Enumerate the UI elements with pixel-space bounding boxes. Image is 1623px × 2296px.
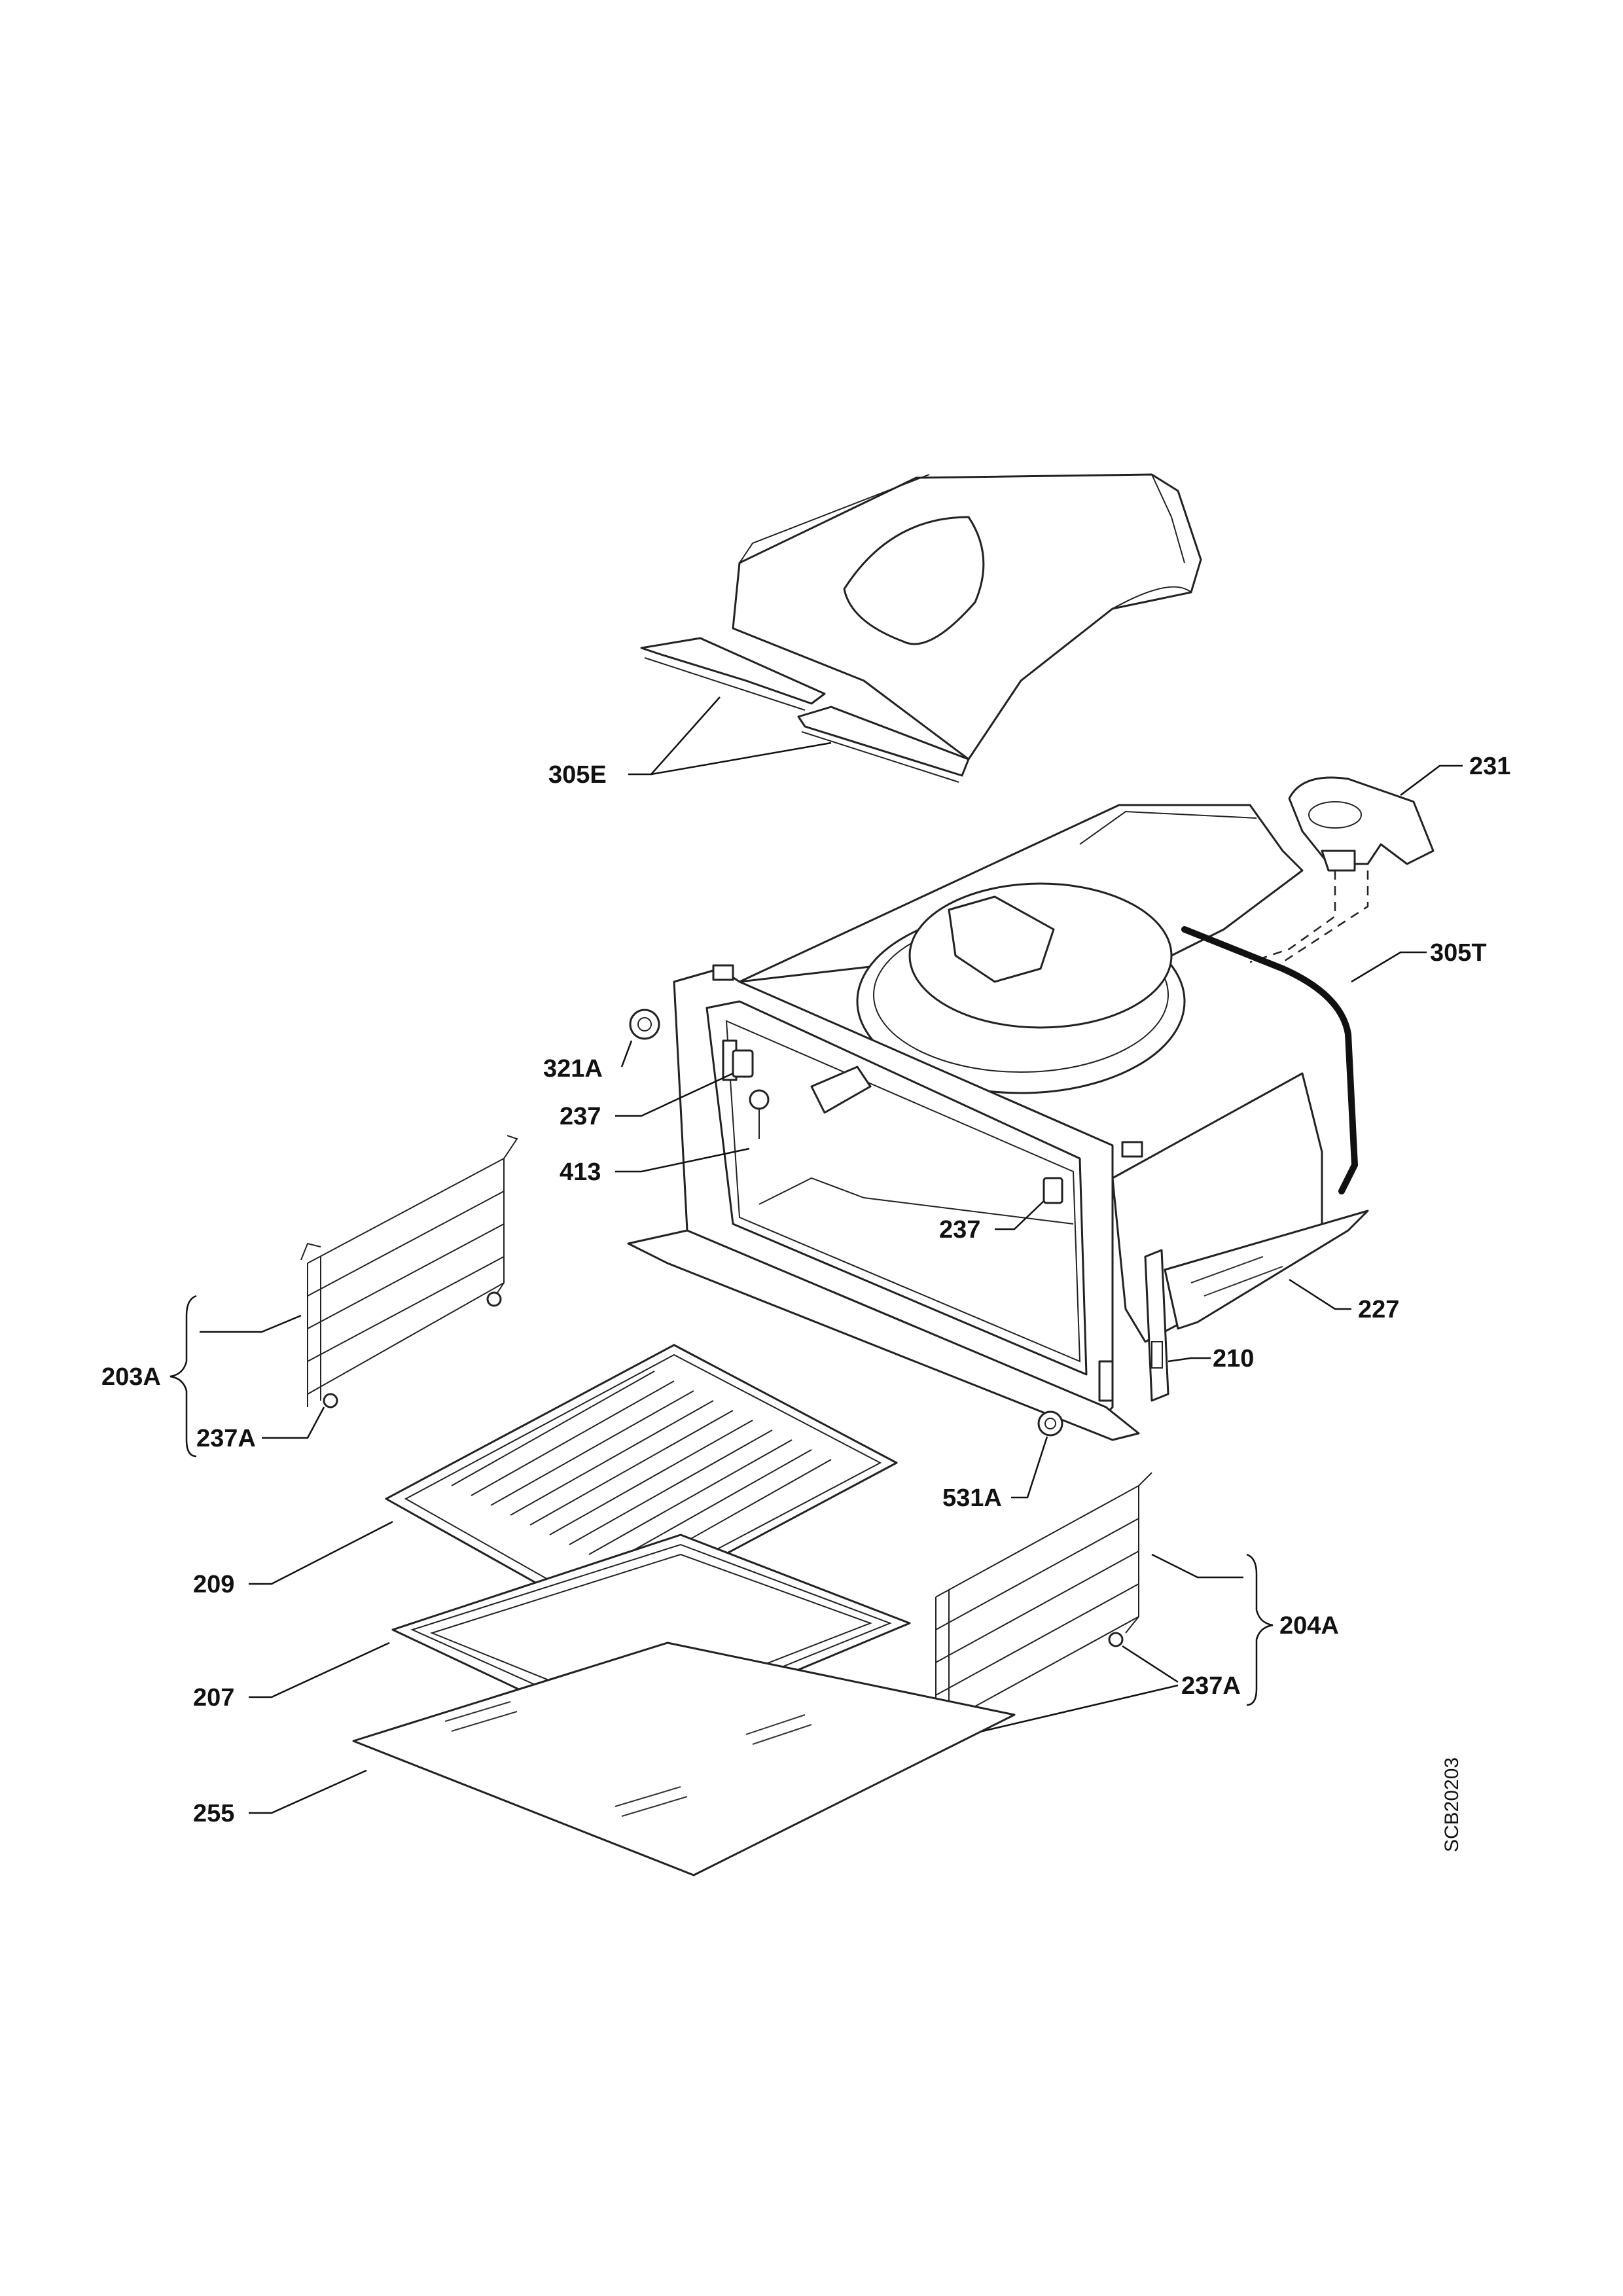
clip-237-left (732, 1049, 754, 1078)
bracket-204A (1246, 1553, 1274, 1706)
hinge-bracket-210 (1144, 1249, 1169, 1402)
clip-237-right (1043, 1177, 1063, 1204)
label-413: 413 (560, 1158, 601, 1186)
leader-305E (628, 696, 832, 776)
leader-207 (249, 1641, 390, 1698)
label-207: 207 (193, 1684, 234, 1712)
grill-rack-209 (385, 1344, 898, 1621)
leader-255 (249, 1769, 367, 1814)
label-227: 227 (1358, 1296, 1399, 1323)
label-237-left: 237 (560, 1103, 601, 1130)
label-210: 210 (1213, 1345, 1254, 1372)
door-seal-305T (1181, 926, 1358, 1194)
label-305T: 305T (1430, 939, 1487, 967)
glass-plate-255 (352, 1641, 1016, 1876)
label-231: 231 (1469, 753, 1510, 780)
label-305E: 305E (548, 761, 607, 789)
leader-531A (1011, 1436, 1048, 1499)
shelf-runner-203A (300, 1135, 518, 1408)
leader-305T (1351, 951, 1427, 983)
leader-209 (249, 1520, 393, 1585)
leader-237-right (995, 1200, 1044, 1230)
leader-237A-right-b (968, 1684, 1179, 1736)
label-531A: 531A (942, 1484, 1002, 1512)
drawing-code: SCB20203 (1441, 1757, 1463, 1852)
foot-531A (1037, 1410, 1063, 1437)
leader-227 (1289, 1278, 1351, 1310)
lamp-cover-321A (629, 1009, 660, 1040)
leader-237A-left (262, 1407, 325, 1439)
label-321A: 321A (543, 1055, 603, 1083)
top-cover-305E (640, 473, 1202, 783)
label-203A: 203A (101, 1363, 161, 1391)
label-209: 209 (193, 1571, 234, 1598)
insulation-227 (1164, 1210, 1369, 1330)
pin-413 (749, 1089, 770, 1139)
leader-231 (1400, 764, 1463, 796)
label-204A: 204A (1279, 1612, 1339, 1640)
assembly-line-231 (1249, 870, 1369, 963)
oven-cavity (627, 804, 1323, 1441)
leader-321A (620, 1040, 633, 1067)
leader-237-left (615, 1072, 734, 1117)
label-255: 255 (193, 1800, 234, 1827)
label-237-right: 237 (939, 1216, 980, 1244)
mounting-lug-left (712, 964, 734, 981)
mounting-lug-right (1121, 1141, 1143, 1158)
bracket-203A (169, 1295, 197, 1458)
leader-204A (1151, 1553, 1243, 1579)
leader-210 (1168, 1357, 1211, 1363)
housing-231 (1288, 776, 1435, 872)
leader-413 (615, 1147, 750, 1173)
leader-203A (200, 1314, 302, 1333)
shelf-runner-204A (935, 1472, 1152, 1742)
rail-hook-right (1098, 1360, 1114, 1402)
leader-237A-right-a (1122, 1645, 1179, 1683)
label-237A-right: 237A (1181, 1672, 1241, 1700)
label-237A-left: 237A (196, 1425, 256, 1452)
